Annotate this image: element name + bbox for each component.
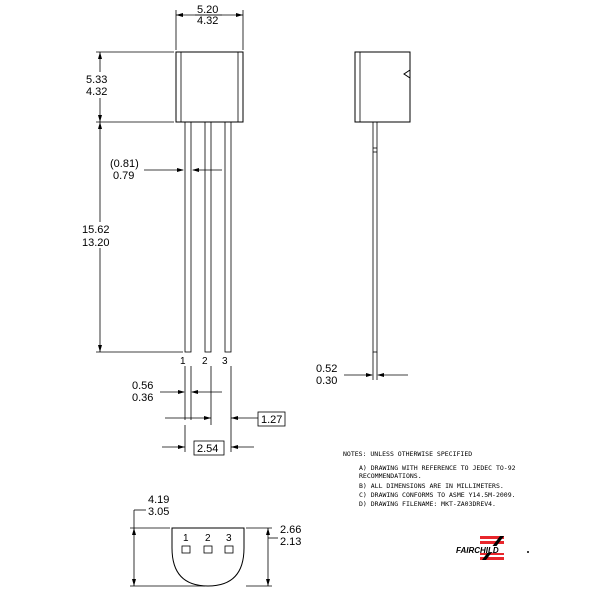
bottom-height-max: 4.19 bbox=[148, 494, 169, 506]
note-a-cont: RECOMMENDATIONS. bbox=[359, 472, 422, 480]
bottom-height-min: 3.05 bbox=[148, 506, 169, 518]
side-lead bbox=[372, 121, 378, 353]
pitch: 1.27 bbox=[261, 414, 282, 426]
lead-width-max: 0.56 bbox=[132, 380, 153, 392]
body-height-max: 5.33 bbox=[86, 74, 107, 86]
pitch-box bbox=[257, 411, 286, 427]
bottom-pin-label-3: 3 bbox=[226, 533, 232, 544]
bottom-pin-3 bbox=[224, 545, 234, 554]
lead-spacing-min: 0.79 bbox=[113, 170, 134, 182]
body-width-min: 4.32 bbox=[197, 15, 218, 27]
bottom-flat-min: 2.13 bbox=[280, 536, 301, 548]
bottom-outline bbox=[171, 527, 245, 587]
lead-thickness-min: 0.30 bbox=[316, 375, 337, 387]
front-body bbox=[175, 51, 244, 123]
logo-text: FAIRCHILD bbox=[456, 546, 499, 555]
front-leads bbox=[184, 121, 232, 353]
notes-title: NOTES: UNLESS OTHERWISE SPECIFIED bbox=[343, 450, 472, 458]
bottom-pin-label-2: 2 bbox=[205, 533, 211, 544]
front-pin-2: 2 bbox=[202, 356, 208, 367]
lead-spacing-max: (0.81) bbox=[110, 158, 139, 170]
bottom-pin-2 bbox=[203, 545, 213, 554]
pitch-double-box bbox=[193, 440, 225, 456]
note-b: B) ALL DIMENSIONS ARE IN MILLIMETERS. bbox=[359, 482, 504, 490]
lead-length-min: 13.20 bbox=[82, 237, 110, 249]
front-pin-1: 1 bbox=[180, 356, 186, 367]
bottom-flat-max: 2.66 bbox=[280, 524, 301, 536]
lead-3 bbox=[224, 121, 232, 353]
notes: NOTES: UNLESS OTHERWISE SPECIFIED A) DRA… bbox=[343, 450, 516, 508]
bottom-pin-label-1: 1 bbox=[183, 533, 189, 544]
lead-width-min: 0.36 bbox=[132, 392, 153, 404]
note-c: C) DRAWING CONFORMS TO ASME Y14.5M-2009. bbox=[359, 491, 516, 499]
side-body bbox=[354, 51, 411, 123]
pitch-double: 2.54 bbox=[197, 443, 218, 455]
body-width-max: 5.20 bbox=[197, 4, 218, 16]
fairchild-logo: FAIRCHILD bbox=[455, 536, 529, 560]
lead-2 bbox=[204, 121, 212, 353]
side-view: 0.52 0.30 bbox=[316, 51, 411, 387]
note-d: D) DRAWING FILENAME: MKT-ZA03DREV4. bbox=[359, 500, 496, 508]
bottom-pin-1 bbox=[181, 545, 191, 554]
front-pin-3: 3 bbox=[222, 356, 228, 367]
lead-thickness-max: 0.52 bbox=[316, 363, 337, 375]
lead-length-max: 15.62 bbox=[82, 224, 110, 236]
body-height-min: 4.32 bbox=[86, 86, 107, 98]
bottom-view: 1 2 3 4.19 3.05 2.66 2.13 bbox=[130, 494, 301, 587]
note-a: A) DRAWING WITH REFERENCE TO JEDEC TO-92 bbox=[359, 464, 516, 472]
front-view: 1 2 3 5.20 4.32 5.33 4.32 15.62 13.20 (0… bbox=[80, 4, 286, 456]
lead-1 bbox=[184, 121, 192, 353]
